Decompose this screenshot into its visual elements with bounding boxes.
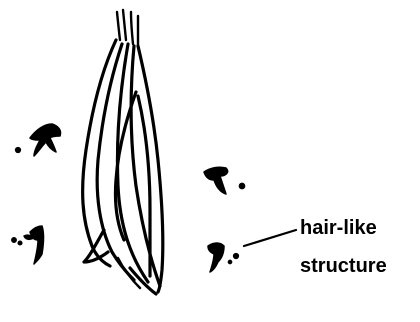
hair-like-structure-lower-right: [208, 243, 238, 272]
label-leader-line: [244, 230, 296, 246]
hair-like-structure-lower-left: [12, 226, 44, 264]
hair-like-structure-upper-right: [204, 167, 245, 194]
spindle-cell-bundle: [83, 10, 163, 294]
hair-like-structure-upper-left: [16, 124, 61, 156]
label-hair-like: hair-like: [300, 217, 377, 239]
label-structure: structure: [300, 255, 387, 277]
